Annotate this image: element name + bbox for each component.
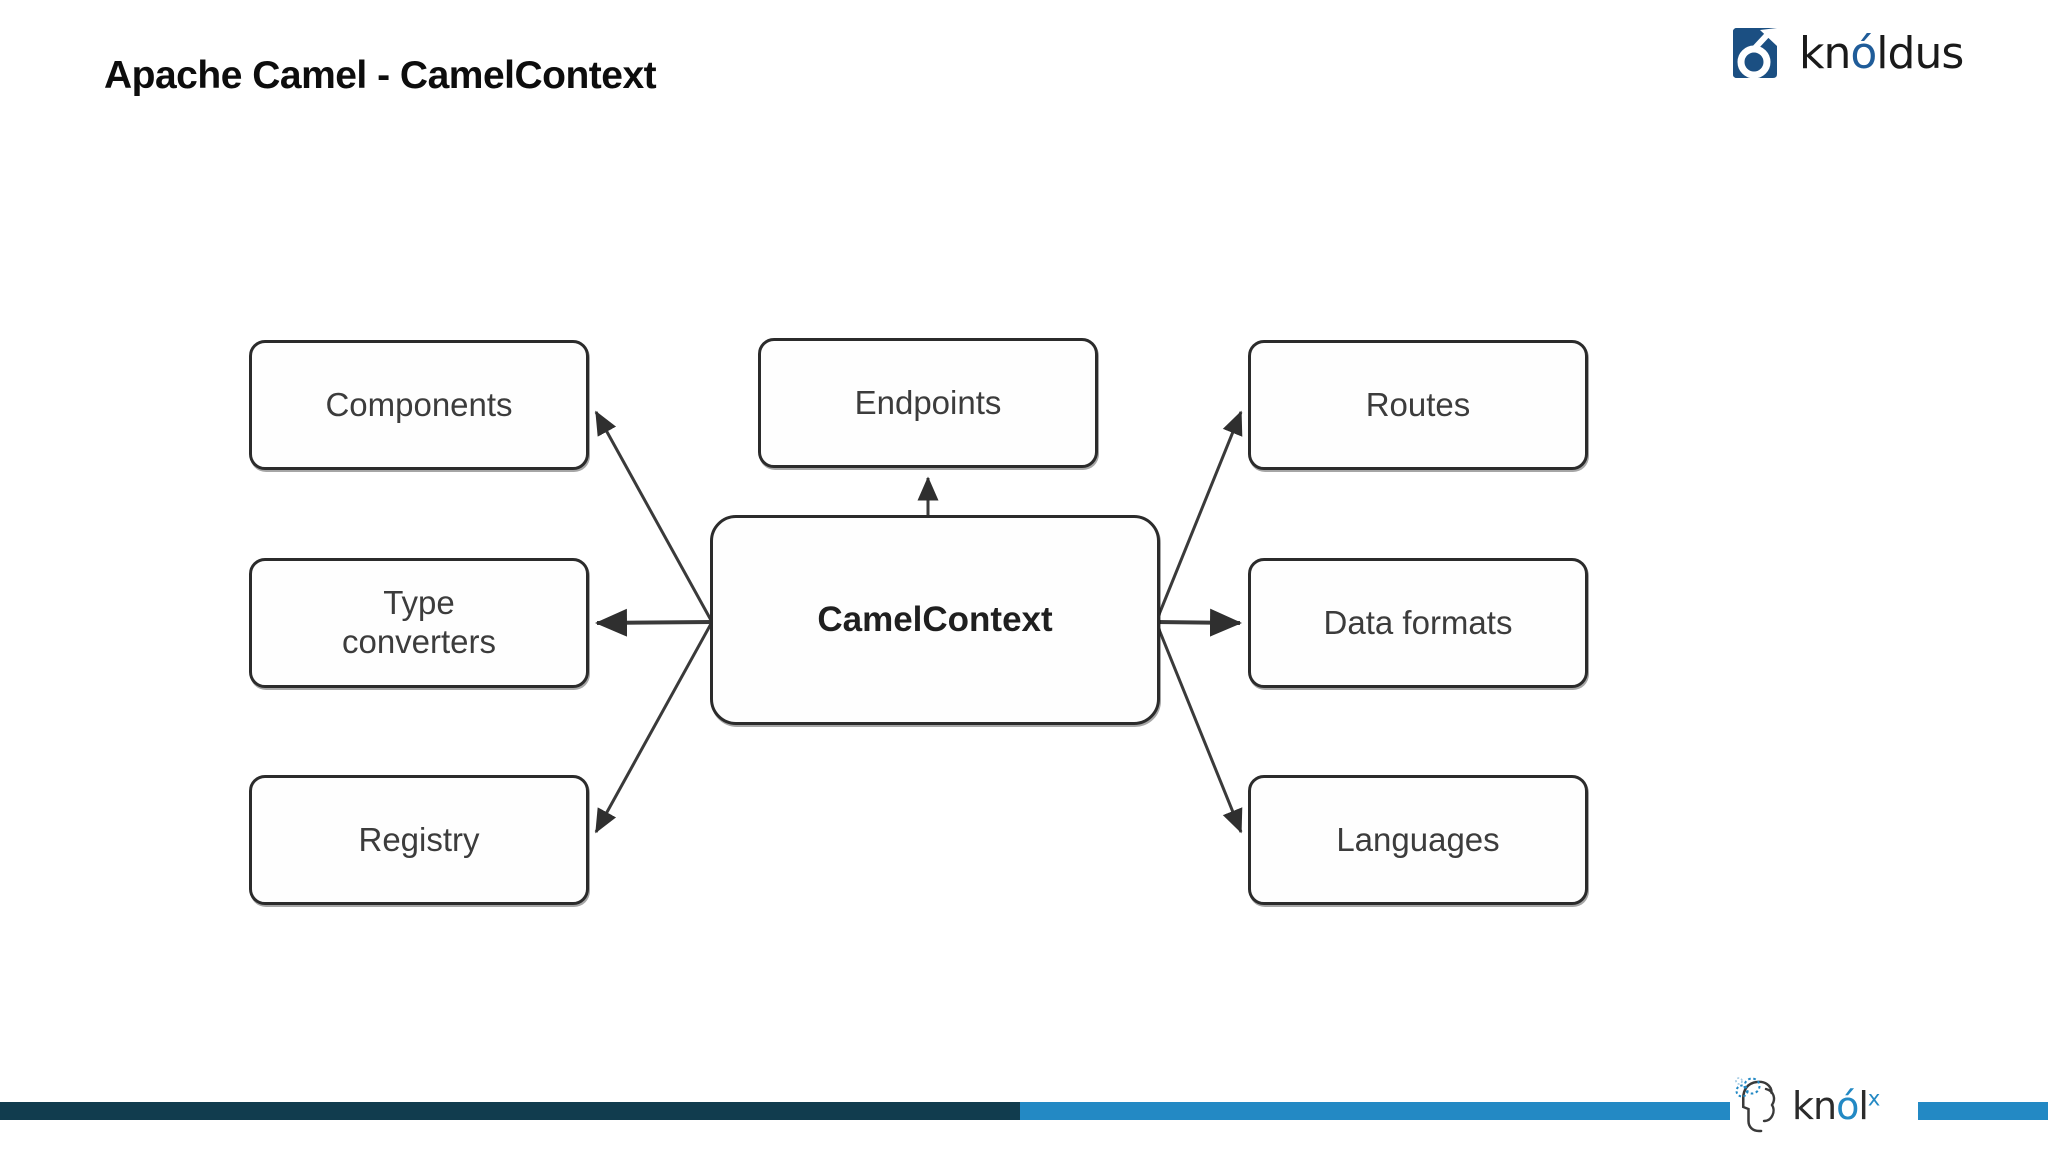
node-data-formats-label: Data formats <box>1323 603 1513 641</box>
node-camelcontext[interactable]: CamelContext <box>710 515 1160 725</box>
footer-bar-dark <box>0 1102 1020 1120</box>
knoldus-wordmark-accent: ó <box>1850 28 1877 79</box>
edge-camelcontext-routes <box>1154 410 1243 623</box>
node-routes-label: Routes <box>1365 385 1471 423</box>
edge-camelcontext-dataformats <box>1155 608 1242 637</box>
knolx-word-prefix: kn <box>1792 1084 1837 1128</box>
node-data-formats[interactable]: Data formats <box>1248 558 1588 688</box>
knolx-word-suffix: l <box>1858 1084 1869 1128</box>
knoldus-wordmark-suffix: ldus <box>1876 28 1964 79</box>
knoldus-logo: knóldus <box>1727 24 1964 84</box>
knolx-wordmark: knólx <box>1792 1084 1880 1128</box>
page-title: Apache Camel - CamelContext <box>104 54 657 97</box>
node-languages-label: Languages <box>1336 820 1500 858</box>
knolx-logo: knólx <box>1730 1060 1918 1152</box>
thinking-head-icon <box>1730 1075 1790 1137</box>
edge-camelcontext-components <box>594 410 714 623</box>
knolx-word-accent: ó <box>1836 1084 1859 1128</box>
node-type-converters-label: Type converters <box>341 584 497 660</box>
footer-bar-light-right <box>1918 1102 2048 1120</box>
node-languages[interactable]: Languages <box>1248 775 1588 905</box>
node-components[interactable]: Components <box>249 340 589 470</box>
edge-camelcontext-registry <box>594 621 714 834</box>
edge-camelcontext-typeconverters <box>595 608 713 637</box>
knoldus-wordmark: knóldus <box>1799 32 1964 76</box>
node-endpoints-label: Endpoints <box>854 383 1002 421</box>
edge-camelcontext-languages <box>1154 621 1243 834</box>
footer-bar-light-left <box>1020 1102 1730 1120</box>
knoldus-mark-icon <box>1727 24 1787 84</box>
knoldus-wordmark-prefix: kn <box>1799 28 1851 79</box>
node-type-converters[interactable]: Type converters <box>249 558 589 688</box>
node-registry[interactable]: Registry <box>249 775 589 905</box>
node-routes[interactable]: Routes <box>1248 340 1588 470</box>
node-components-label: Components <box>325 385 513 423</box>
knolx-superscript-x: x <box>1867 1086 1880 1111</box>
node-registry-label: Registry <box>358 820 480 858</box>
node-camelcontext-label: CamelContext <box>817 600 1053 640</box>
node-endpoints[interactable]: Endpoints <box>758 338 1098 468</box>
